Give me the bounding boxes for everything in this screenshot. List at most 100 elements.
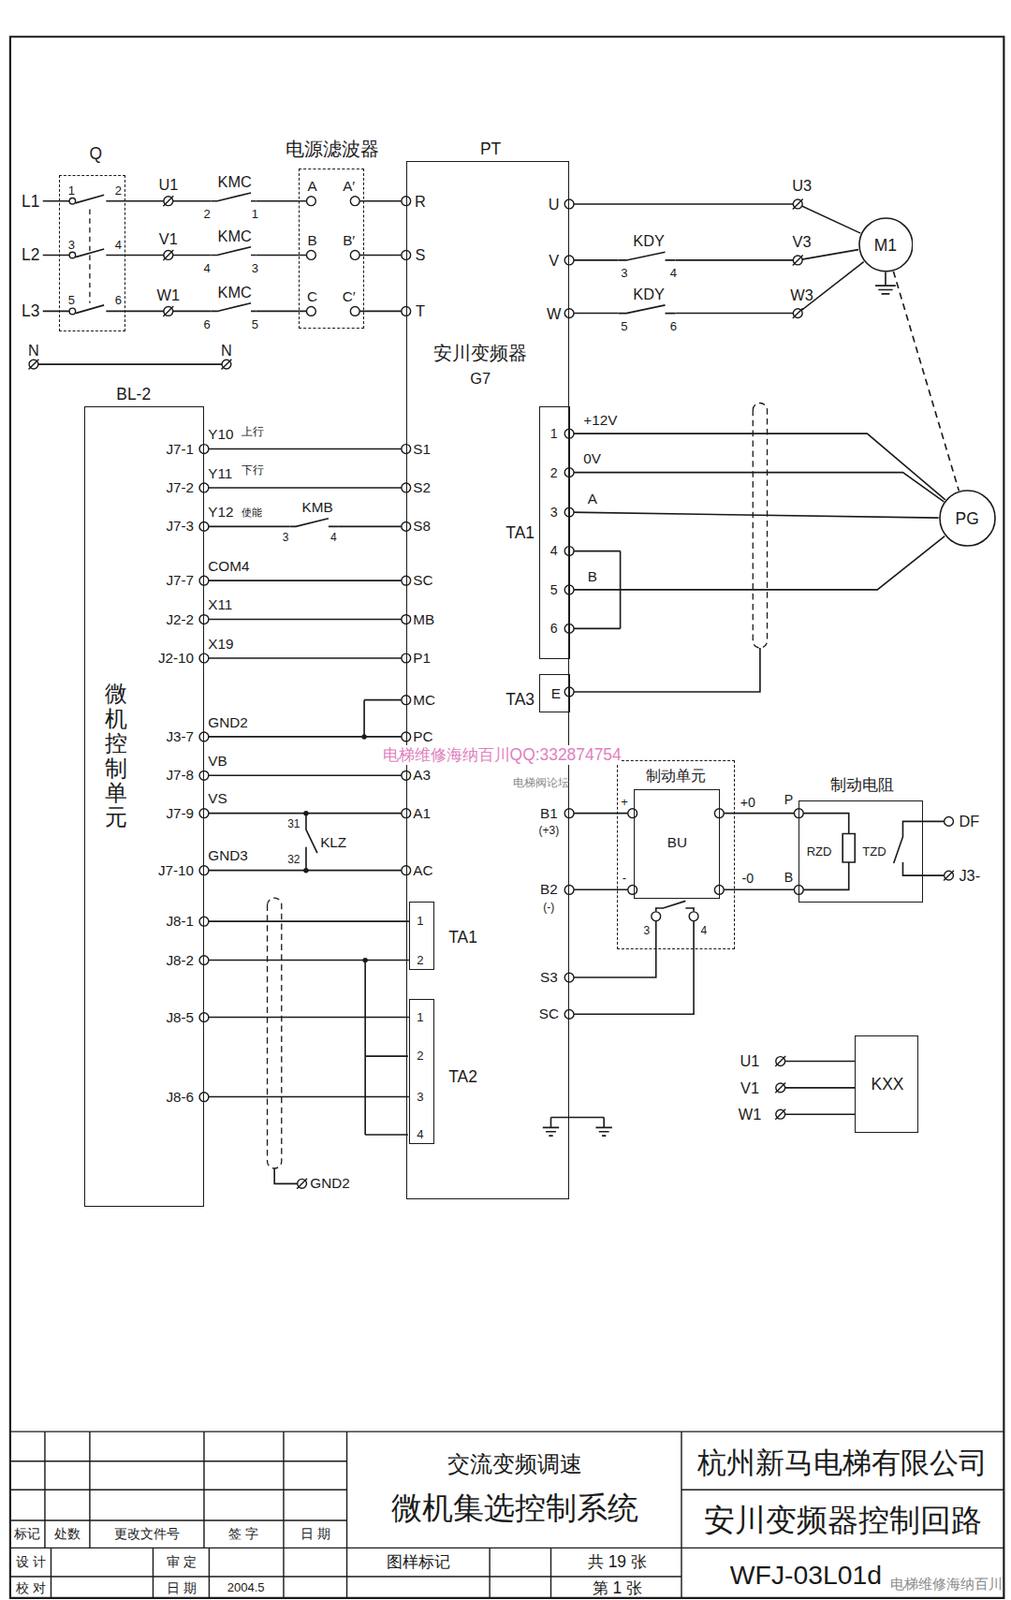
terminal-label: Y12 bbox=[207, 503, 234, 521]
wire bbox=[364, 310, 407, 313]
terminal-label: 1 bbox=[416, 1010, 424, 1025]
terminal-label: 4 bbox=[670, 266, 677, 281]
wire bbox=[570, 512, 939, 518]
terminal-label: A bbox=[307, 178, 317, 196]
pin-name: J7-8 bbox=[165, 766, 194, 784]
title-block-text: 安川变频器控制回路 bbox=[703, 1502, 982, 1539]
terminal-label: 3 bbox=[416, 1089, 424, 1104]
title-block-text: 微机集选控制系统 bbox=[391, 1490, 639, 1526]
wire bbox=[364, 200, 407, 203]
pin-name: J2-10 bbox=[158, 649, 194, 667]
title-block-text: WFJ-03L01d bbox=[730, 1558, 882, 1590]
terminal-label: 4 bbox=[115, 237, 122, 252]
terminal-label: U1 bbox=[740, 1052, 761, 1070]
terminal-label: S8 bbox=[412, 518, 431, 536]
terminal-label: (-) bbox=[542, 901, 555, 915]
wire bbox=[204, 618, 407, 621]
terminal-label: SC bbox=[412, 571, 433, 589]
title-block-text: 签 字 bbox=[228, 1525, 259, 1541]
terminal-label: W bbox=[546, 304, 561, 323]
terminal-label: S1 bbox=[412, 440, 431, 458]
wire bbox=[569, 889, 634, 892]
terminal-label: 2 bbox=[550, 464, 558, 480]
junction-dot bbox=[303, 733, 368, 963]
terminal-label: - bbox=[622, 871, 627, 886]
terminal-label: 6 bbox=[550, 620, 558, 636]
node-text: 安川变频器 bbox=[433, 342, 528, 365]
node-heading: 制动单元 bbox=[645, 766, 706, 785]
terminal-label: 4 bbox=[701, 924, 708, 938]
terminal-label: 1 bbox=[251, 206, 259, 221]
terminal-label: N bbox=[28, 340, 40, 359]
terminal-block: TA3E bbox=[539, 674, 571, 712]
pin-name: J7-9 bbox=[165, 805, 194, 822]
terminal-label: 2 bbox=[416, 952, 424, 968]
wire bbox=[569, 949, 694, 1015]
terminal-label: GND2 bbox=[207, 714, 248, 732]
terminal-label: KMC bbox=[217, 173, 251, 191]
wire bbox=[570, 433, 946, 500]
contact-gap bbox=[211, 199, 676, 529]
wire bbox=[204, 735, 407, 738]
terminal-label: AC bbox=[412, 862, 433, 880]
terminal-label: S2 bbox=[412, 479, 431, 497]
terminal-label: A′ bbox=[342, 178, 355, 196]
circle-shape bbox=[859, 218, 913, 272]
terminal-label: 2 bbox=[115, 183, 122, 198]
terminal-label: + bbox=[620, 794, 629, 809]
terminal-label: KDY bbox=[632, 284, 665, 303]
title-block-text: 第 1 张 bbox=[592, 1578, 643, 1598]
terminal-label: RZD bbox=[806, 844, 833, 859]
terminal-label: 上行 bbox=[241, 425, 264, 440]
pin-name: J2-2 bbox=[165, 611, 194, 629]
terminal-label: B bbox=[587, 568, 598, 586]
title-block-text: 校 对 bbox=[15, 1580, 46, 1596]
terminal-label: 6 bbox=[115, 293, 122, 308]
terminal-label: W3 bbox=[790, 286, 814, 305]
terminal-symbol bbox=[29, 196, 953, 1188]
title-block-text: 日 期 bbox=[300, 1525, 331, 1541]
terminal-label: 6 bbox=[670, 319, 677, 334]
node-heading: PT bbox=[480, 139, 501, 159]
terminal-label: 4 bbox=[416, 1127, 424, 1142]
watermark: 电梯维修海纳百川QQ:332874754 bbox=[382, 745, 622, 764]
terminal-label: C′ bbox=[342, 288, 356, 306]
title-block-text: 共 19 张 bbox=[587, 1552, 647, 1571]
terminal-label: 3 bbox=[251, 261, 259, 276]
terminal-label: VS bbox=[207, 791, 227, 808]
node-heading: 电源滤波器 bbox=[285, 138, 380, 161]
wire bbox=[38, 194, 945, 1184]
node-heading: 制动电阻 bbox=[830, 775, 894, 794]
wire bbox=[569, 262, 865, 314]
terminal-label: U1 bbox=[158, 175, 178, 194]
terminal-slash bbox=[29, 195, 954, 1188]
title-block-text: 2004.5 bbox=[227, 1580, 265, 1595]
node-heading: TA3 bbox=[505, 689, 535, 709]
node-heading: Q bbox=[89, 144, 103, 163]
terminal-label: 0V bbox=[583, 451, 601, 469]
terminal-label: X19 bbox=[207, 635, 234, 653]
terminal-label: Y11 bbox=[207, 465, 233, 483]
wire bbox=[719, 889, 799, 892]
terminal-label: P1 bbox=[412, 649, 431, 667]
terminal-label: 3 bbox=[620, 266, 628, 281]
title-block-text: 更改文件号 bbox=[114, 1525, 180, 1541]
terminal-label: 4 bbox=[550, 542, 558, 558]
wire bbox=[204, 1096, 410, 1099]
terminal-label: KDY bbox=[632, 232, 665, 250]
terminal-label: 4 bbox=[330, 532, 337, 546]
terminal-label: 5 bbox=[550, 582, 558, 598]
wire bbox=[204, 657, 407, 660]
pin-name: J8-6 bbox=[165, 1088, 194, 1106]
node-heading: TA1 bbox=[448, 927, 478, 947]
terminal-label: A3 bbox=[412, 766, 431, 784]
terminal-label: V1 bbox=[740, 1078, 760, 1097]
encoder-symbol: PG bbox=[938, 489, 997, 547]
terminal-label: W1 bbox=[738, 1105, 762, 1124]
cable-shield bbox=[267, 403, 768, 1169]
pin-name: J3-7 bbox=[165, 728, 194, 746]
pin-name: J7-1 bbox=[165, 440, 194, 458]
terminal-label: KMC bbox=[217, 282, 251, 301]
terminal-label: +0 bbox=[740, 793, 756, 809]
